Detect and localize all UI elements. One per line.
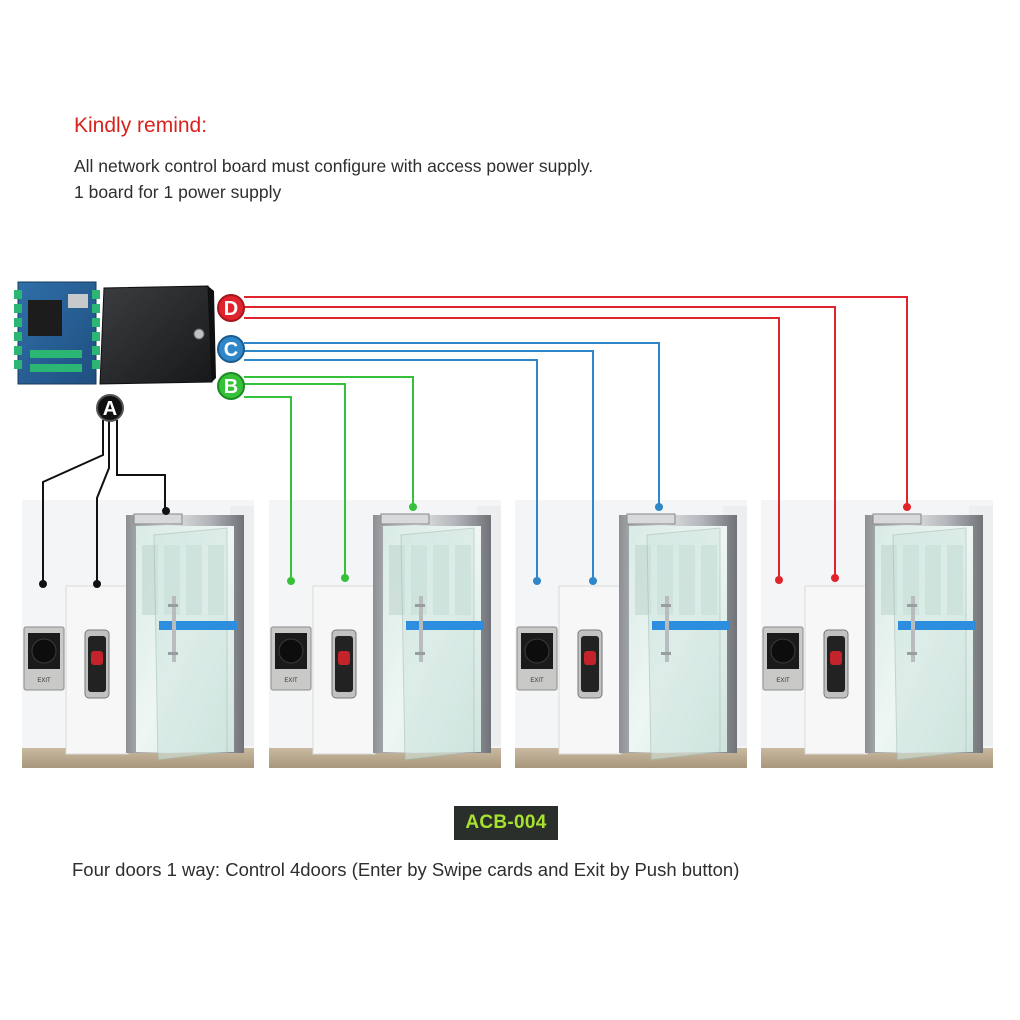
door-handle-bar — [415, 604, 425, 607]
wire-b-lock-end — [409, 503, 417, 511]
board-terminal — [92, 304, 100, 313]
glass-door — [154, 528, 227, 760]
exit-sensor — [32, 639, 56, 663]
fingerprint-reader — [824, 630, 848, 698]
wire-c-lock-end — [655, 503, 663, 511]
glass-door — [893, 528, 966, 760]
exit-button-text: EXIT — [284, 678, 298, 684]
door-handle-bar — [168, 604, 178, 607]
wire-a-lock-end — [162, 507, 170, 515]
blue-stripe — [898, 621, 976, 630]
exit-button: EXIT — [517, 627, 557, 690]
board-chip — [28, 300, 62, 336]
board-ethernet-port — [68, 294, 88, 308]
board-terminal — [92, 360, 100, 369]
door-handle-bar — [168, 652, 178, 655]
exit-sensor — [525, 639, 549, 663]
wire-d-exit-end — [775, 576, 783, 584]
exit-sensor — [279, 639, 303, 663]
door-scene-2: EXIT — [269, 500, 501, 768]
board-terminal — [14, 332, 22, 341]
fingerprint-reader — [332, 630, 356, 698]
wire-label-d-letter: D — [224, 298, 238, 320]
exit-button: EXIT — [271, 627, 311, 690]
reader-sensor — [338, 651, 350, 665]
reader-sensor — [584, 651, 596, 665]
reader-sensor — [91, 651, 103, 665]
wire-c-exit-end — [533, 577, 541, 585]
wire-d-reader-end — [831, 574, 839, 582]
exit-button-text: EXIT — [37, 678, 51, 684]
fingerprint-reader — [85, 630, 109, 698]
board-terminal-strip — [30, 364, 82, 372]
exit-sensor — [771, 639, 795, 663]
magnetic-lock — [627, 514, 675, 524]
door-scene-4: EXIT — [761, 500, 993, 768]
fingerprint-reader — [578, 630, 602, 698]
door-scene-1: EXIT — [22, 500, 254, 768]
board-terminal-strip — [30, 350, 82, 358]
board-terminal — [14, 360, 22, 369]
wire-label-b-letter: B — [224, 376, 238, 398]
door-handle-bar — [661, 652, 671, 655]
caption: Four doors 1 way: Control 4doors (Enter … — [72, 859, 739, 881]
reader-sensor — [830, 651, 842, 665]
wire-d-lock — [244, 297, 907, 505]
blue-stripe — [159, 621, 237, 630]
glass-door — [401, 528, 474, 760]
wire-label-b: B — [218, 373, 244, 399]
magnetic-lock — [134, 514, 182, 524]
wire-b-exit-end — [287, 577, 295, 585]
board-terminal — [14, 318, 22, 327]
magnetic-lock — [381, 514, 429, 524]
wire-d-lock-end — [903, 503, 911, 511]
exit-button-text: EXIT — [776, 678, 790, 684]
board-terminal — [92, 332, 100, 341]
board-terminal — [92, 346, 100, 355]
power-supply-box — [100, 286, 216, 384]
wire-c-reader-end — [589, 577, 597, 585]
equipment — [14, 282, 216, 384]
wire-label-d: D — [218, 295, 244, 321]
wire-a-reader-end — [93, 580, 101, 588]
blue-stripe — [652, 621, 730, 630]
door-handle-bar — [415, 652, 425, 655]
blue-stripe — [406, 621, 484, 630]
wire-label-c-letter: C — [224, 339, 238, 361]
model-badge: ACB-004 — [454, 806, 558, 840]
exit-button: EXIT — [24, 627, 64, 690]
board-terminal — [92, 290, 100, 299]
door-scenes: EXIT EXIT EXIT EXIT — [22, 500, 993, 768]
network-control-board — [14, 282, 100, 384]
exit-button-text: EXIT — [530, 678, 544, 684]
board-terminal — [92, 318, 100, 327]
door-handle-bar — [661, 604, 671, 607]
exit-button: EXIT — [763, 627, 803, 690]
wire-c-lock — [244, 343, 659, 505]
board-terminal — [14, 346, 22, 355]
door-handle-bar — [907, 604, 917, 607]
wire-a-exit-end — [39, 580, 47, 588]
door-scene-3: EXIT — [515, 500, 747, 768]
board-terminal — [14, 304, 22, 313]
glass-door — [647, 528, 720, 760]
door-handle-bar — [907, 652, 917, 655]
wire-b-reader-end — [341, 574, 349, 582]
box-lock-key — [194, 329, 204, 339]
wire-label-a: A — [97, 395, 123, 421]
wire-label-c: C — [218, 336, 244, 362]
wire-a-lock — [117, 420, 165, 510]
board-terminal — [14, 290, 22, 299]
magnetic-lock — [873, 514, 921, 524]
wire-label-a-letter: A — [103, 398, 117, 420]
